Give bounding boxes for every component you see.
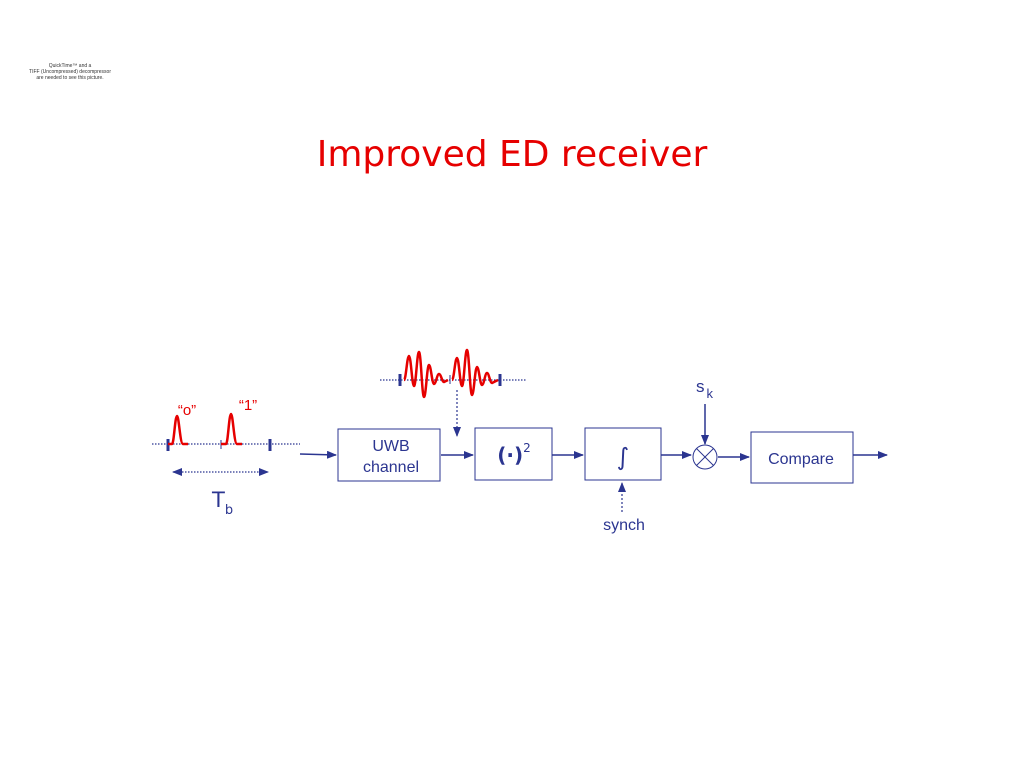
- quicktime-line-2: TIFF (Uncompressed) decompressor: [29, 69, 111, 75]
- squarer-symbol: (·): [497, 443, 523, 467]
- uwb-channel-label-line-2: channel: [363, 459, 419, 476]
- squarer-label: (·)2: [497, 441, 531, 467]
- multipath-pulse-2: [450, 348, 499, 397]
- quicktime-placeholder: QuickTime™ and a TIFF (Uncompressed) dec…: [22, 63, 118, 81]
- template-subscript: k: [707, 386, 714, 401]
- multiplier-cross-b: [696, 448, 714, 466]
- bit-period-arrowhead-left: [172, 468, 182, 476]
- integrator-box: [584, 427, 662, 481]
- label-bit-zero: “o”: [178, 402, 196, 419]
- template-symbol: s: [696, 377, 705, 396]
- multiplier-node: [692, 444, 718, 470]
- integral-symbol: ∫: [617, 443, 630, 471]
- squarer-exponent: 2: [523, 441, 531, 455]
- synch-label: synch: [603, 517, 645, 534]
- compare-label: Compare: [768, 451, 834, 468]
- quicktime-line-3: are needed to see this picture.: [36, 75, 104, 81]
- compare-box: [750, 431, 854, 484]
- multipath-pulse-1: [402, 350, 449, 399]
- bit-period-arrowhead-right: [259, 468, 269, 476]
- integrator-block: ∫: [584, 427, 662, 481]
- quicktime-line-1: QuickTime™ and a: [48, 63, 92, 69]
- compare-block: Compare: [750, 431, 854, 484]
- uwb-channel-label-line-1: UWB: [372, 438, 409, 455]
- bit-period-subscript: b: [225, 503, 233, 518]
- uwb-channel-block: UWB channel: [337, 428, 441, 482]
- squarer-box: [474, 427, 553, 481]
- squarer-block: (·)2: [474, 427, 553, 481]
- label-bit-period: Tb: [211, 488, 233, 518]
- pulse-bit-one: [221, 412, 242, 446]
- pulse-bit-zero: [168, 414, 188, 446]
- input-pulse-train: “o” “1” Tb: [152, 397, 300, 518]
- uwb-channel-box: [337, 428, 441, 482]
- label-bit-one: “1”: [239, 397, 257, 414]
- slide-title: Improved ED receiver: [316, 134, 708, 175]
- bit-period-symbol: T: [211, 488, 225, 512]
- received-waveform: [380, 348, 526, 437]
- arrow-input-to-channel: [299, 450, 337, 459]
